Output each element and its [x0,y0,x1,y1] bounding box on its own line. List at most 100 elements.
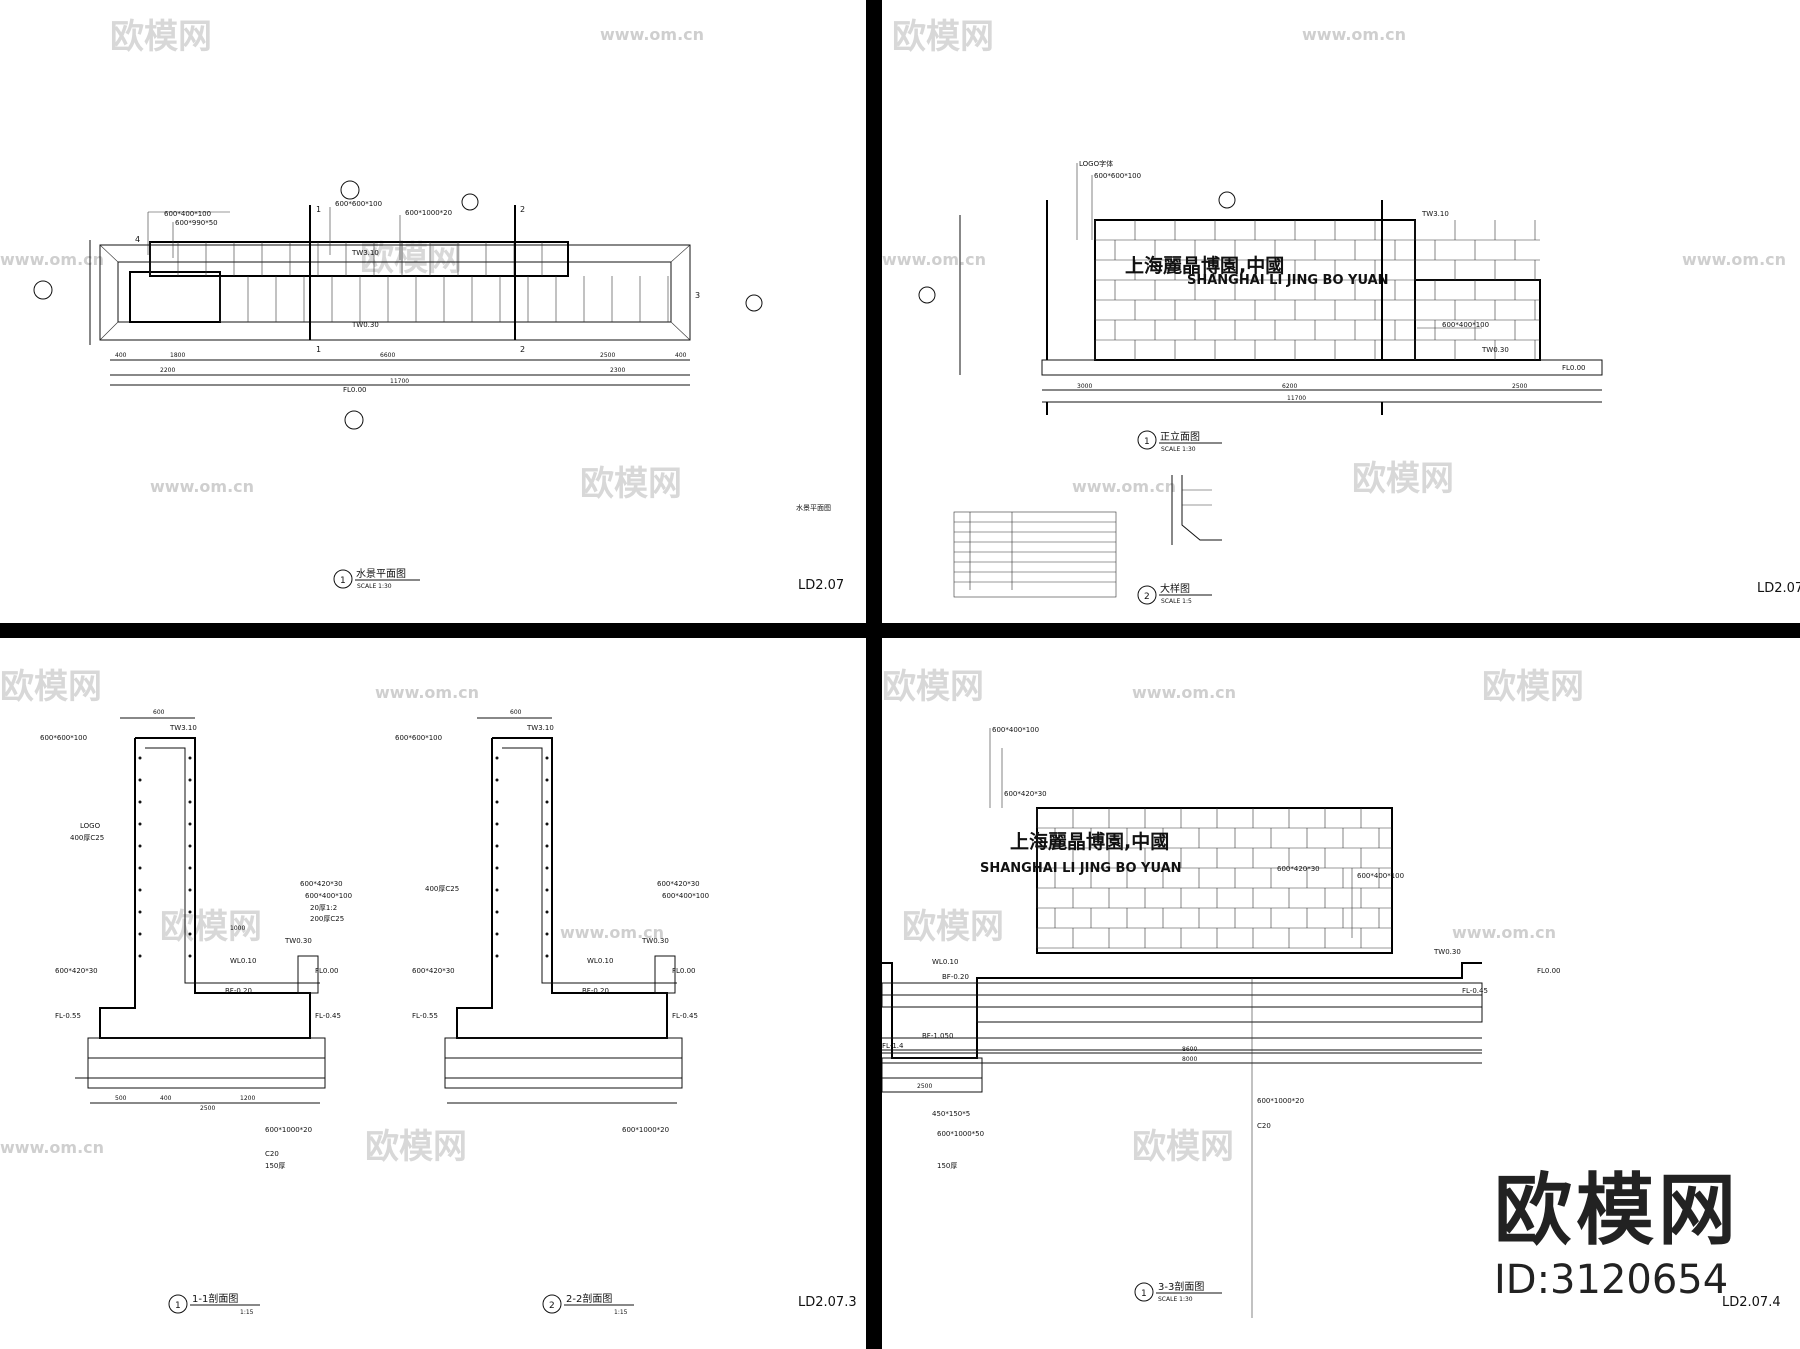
note-text: LOGO字体 [1079,159,1113,168]
level-label: TW3.10 [1421,210,1449,218]
rebar-dot [188,954,192,958]
dim-label: 6600 [380,352,395,359]
rebar-dot [138,756,142,760]
level-label: FL0.00 [672,967,696,975]
sheet-section-33: 欧模网 www.om.cn 欧模网 欧模网 www.om.cn 欧模网 上海麗晶… [882,638,1800,1349]
drawing-title: 正立面图 [1160,430,1200,443]
dim-label: 1200 [240,1095,255,1102]
note-text: 600*1000*20 [622,1126,669,1134]
note-text: 400厚C25 [70,834,104,842]
note-text: 600*420*30 [55,967,98,975]
rebar-dots [138,756,549,958]
dim-label: 2500 [600,352,615,359]
note-text: 600*420*30 [412,967,455,975]
rebar-dot [545,866,549,870]
rebar-dot [545,910,549,914]
section-1-1: 600 500 400 2500 1200 1000 [75,709,326,1112]
drawing-title: 3-3剖面图 [1158,1280,1204,1293]
watermark-url: www.om.cn [600,25,704,44]
rebar-dot [188,800,192,804]
rebar-dot [495,756,499,760]
dim-label: 6200 [1282,383,1297,390]
rebar-dot [138,888,142,892]
watermark-logo: 欧模网 [1482,667,1584,707]
wall-section [882,807,1483,1093]
dim-label: 2200 [160,367,175,374]
watermark-url: www.om.cn [375,683,479,702]
watermark-group: 欧模网 www.om.cn www.om.cn 欧模网 欧模网 www.om.c… [0,17,704,504]
svg-text:2: 2 [549,1301,555,1311]
sheet-elevation: 欧模网 www.om.cn www.om.cn www.om.cn 欧模网 ww… [882,0,1800,623]
watermark-logo: 欧模网 [160,907,262,947]
section-mark: 2 [520,205,525,214]
sheet-number: LD2.07 [1757,581,1800,596]
callout-notes: 600*400*100 600*420*30 600*420*30 600*40… [932,726,1404,1318]
watermark-logo-large: 欧模网 [1493,1166,1740,1256]
dim-label: 8000 [1182,1056,1197,1063]
section-2-2: 600 [444,709,683,1104]
section-drawing-12: 欧模网 www.om.cn 欧模网 www.om.cn 欧模网 www.om.c… [0,667,857,1316]
section-mark: 1 [316,345,321,354]
tile-grid [1036,808,1392,949]
dim-label: 1000 [230,925,245,932]
note-text: 600*600*100 [1094,172,1141,180]
rebar-dot [188,932,192,936]
watermark-url: www.om.cn [0,250,104,269]
note-text: 600*400*100 [164,210,211,218]
rebar-dot [138,954,142,958]
level-label: WL0.10 [587,957,613,965]
level-label: TW3.10 [351,249,379,257]
title-block: 1 水景平面图 SCALE 1:30 水景平面图 LD2.07 [333,503,844,593]
rebar-dot [138,932,142,936]
rebar-dot [495,910,499,914]
dim-label: 400 [675,352,687,359]
note-text: 600*600*100 [335,200,382,208]
svg-text:1: 1 [1141,1289,1147,1299]
sheet-number: LD2.07.4 [1722,1295,1781,1310]
section-mark: 4 [135,235,140,244]
drawing-title: 1-1剖面图 [192,1292,238,1305]
dim-label: 400 [115,352,127,359]
note-text: 600*400*100 [662,892,709,900]
rebar-dot [495,866,499,870]
note-text: 200厚C25 [310,915,344,923]
level-label: FL-0.45 [1462,987,1488,995]
note-text: 20厚1:2 [310,904,337,912]
level-label: FL0.00 [315,967,339,975]
note-text: 600*1000*50 [937,1130,984,1138]
level-label: BF-1.050 [922,1032,953,1040]
rebar-dot [545,822,549,826]
section-drawing-33: 欧模网 www.om.cn 欧模网 欧模网 www.om.cn 欧模网 上海麗晶… [882,667,1781,1318]
level-label: TW3.10 [526,724,554,732]
watermark-logo: 欧模网 [892,17,994,57]
level-label: FL-0.45 [315,1012,341,1020]
watermark-group: 欧模网 www.om.cn 欧模网 欧模网 www.om.cn 欧模网 [882,667,1584,1167]
rebar-dot [138,844,142,848]
drawing-scale: 1:15 [614,1309,628,1316]
note-text: 600*400*100 [1357,872,1404,880]
watermark-url: www.om.cn [1072,477,1176,496]
drawing-title: 水景平面图 [356,568,406,580]
dim-label: 11700 [1287,395,1306,402]
note-text: 600*1000*20 [265,1126,312,1134]
rebar-dot [188,778,192,782]
rebar-dot [545,932,549,936]
watermark-logo: 欧模网 [110,17,212,57]
watermark-corner: 欧模网 ID:3120654 [1494,1172,1740,1304]
watermark-url: www.om.cn [1132,683,1236,702]
watermark-id: ID:3120654 [1493,1257,1729,1303]
dimension-lines: 3000 6200 2500 11700 [959,200,1602,415]
detail-title: 大样图 [1160,582,1190,595]
note-text: 600*420*30 [1004,790,1047,798]
dim-label: 2500 [1512,383,1527,390]
section-marks: 1 2 3 4 1 2 [33,180,763,430]
watermark-url: www.om.cn [1682,250,1786,269]
callout-notes: LOGO字体 600*600*100 600*400*100 [918,159,1489,329]
section-mark: 2 [520,345,525,354]
watermark-url: www.om.cn [560,923,664,942]
watermark-group: 欧模网 www.om.cn www.om.cn www.om.cn 欧模网 ww… [882,17,1786,499]
watermark-url: www.om.cn [882,250,986,269]
note-text: 600*1000*20 [405,209,452,217]
note-text: C20 [1257,1122,1271,1130]
watermark-group: 欧模网 www.om.cn 欧模网 www.om.cn 欧模网 www.om.c… [0,667,664,1167]
